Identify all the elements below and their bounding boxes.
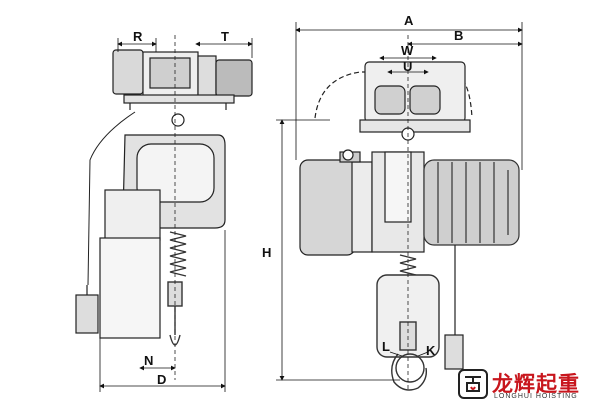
side-hoist-body: [99, 134, 226, 339]
side-trolley: [112, 49, 253, 127]
front-gear-center: [371, 151, 425, 253]
dim-label-t: T: [221, 29, 229, 44]
dim-label-b: B: [454, 28, 464, 43]
dim-label-d: D: [157, 372, 167, 387]
dim-label-k: K: [426, 343, 436, 358]
dim-label-u: U: [403, 59, 413, 74]
brand-name-cn: 龙辉起重: [492, 372, 580, 396]
side-view: [75, 35, 253, 380]
side-chain: [167, 231, 187, 346]
brand-watermark: 龙辉起重 LONGHUI HOISTING: [458, 366, 596, 406]
dim-label-l: L: [382, 339, 390, 354]
front-trolley: [314, 61, 473, 141]
dim-label-h: H: [262, 245, 272, 260]
front-view: [299, 35, 520, 391]
side-dimensions: [99, 38, 253, 392]
front-motor-right: [423, 159, 520, 246]
side-pendant-cable: [75, 111, 136, 334]
hoist-logo-icon: [458, 369, 488, 399]
brand-name-en: LONGHUI HOISTING: [494, 393, 578, 400]
dim-label-w: W: [401, 43, 414, 58]
dim-label-n: N: [144, 353, 154, 368]
front-pendant: [444, 245, 464, 370]
dim-label-r: R: [133, 29, 143, 44]
front-dimensions: [276, 22, 523, 381]
front-motor-left: [299, 149, 373, 256]
dim-label-a: A: [404, 13, 414, 28]
